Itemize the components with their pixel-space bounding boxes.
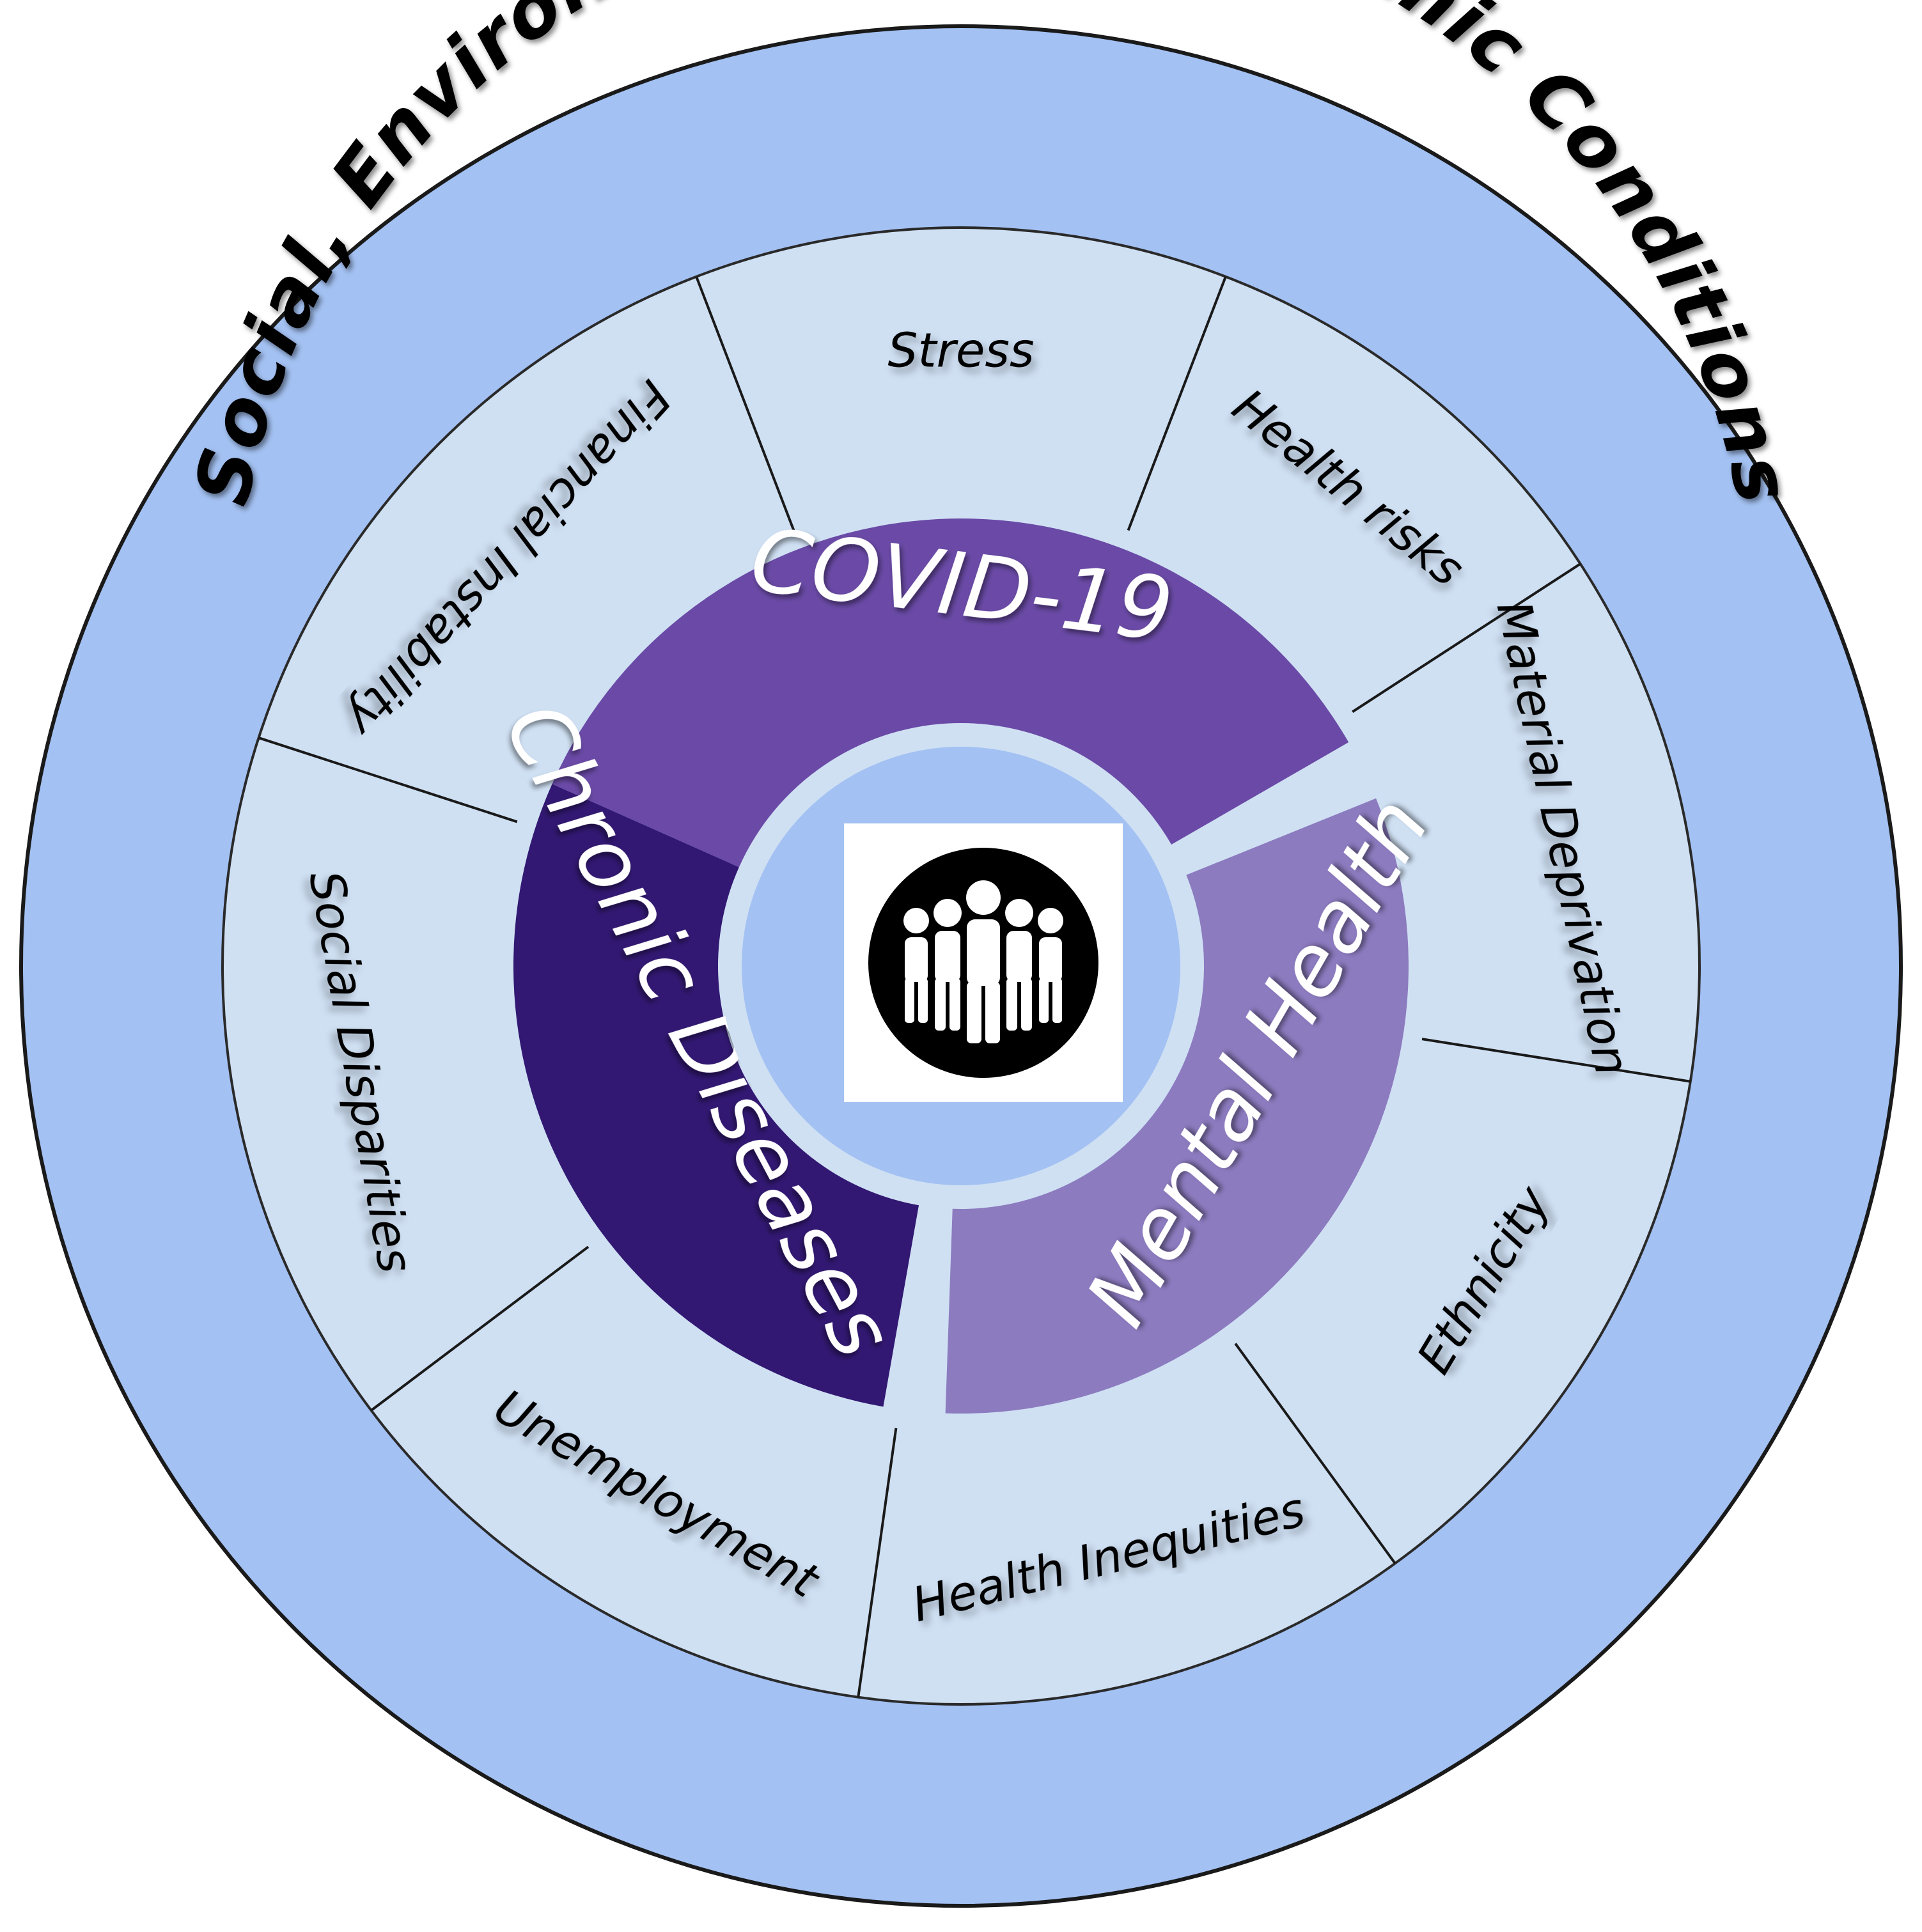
factor-divider <box>258 736 518 823</box>
factor-label-stress: Stress <box>887 323 1034 378</box>
people-figures <box>903 880 1063 1043</box>
core-segment-covid-19 <box>552 518 1349 868</box>
factor-dividers <box>258 276 1691 1698</box>
factor-divider <box>1127 276 1227 531</box>
factor-divider <box>1234 1343 1396 1564</box>
factor-divider <box>370 1245 590 1412</box>
factor-divider <box>857 1428 898 1698</box>
core-segment-chronic-diseases <box>513 784 919 1407</box>
core-segment-mental-health <box>945 798 1409 1414</box>
factor-divider <box>1352 563 1581 713</box>
community-group-icon <box>844 823 1123 1102</box>
factor-divider <box>1421 1038 1691 1083</box>
factor-divider <box>695 276 795 531</box>
